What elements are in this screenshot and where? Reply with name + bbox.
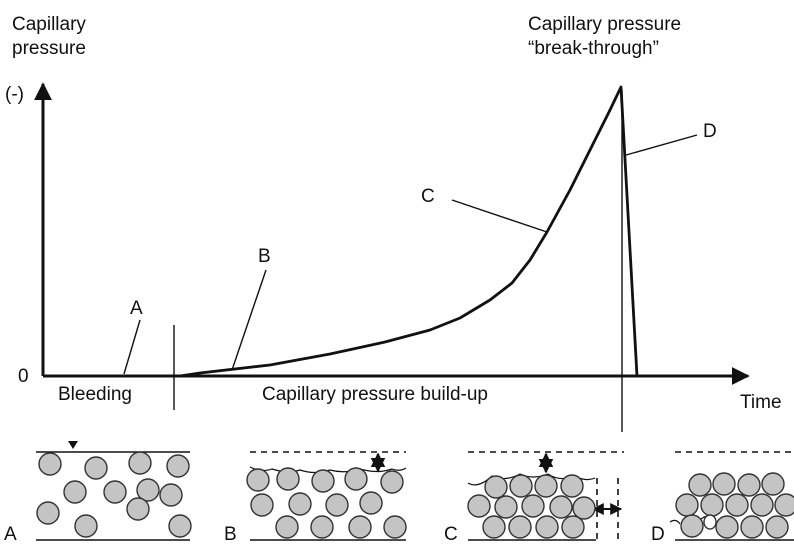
leader-c bbox=[451, 199, 548, 233]
x-axis-label: Time bbox=[740, 392, 782, 413]
leader-b bbox=[231, 269, 267, 371]
panel-d-label: D bbox=[651, 524, 665, 545]
curve-point-c: C bbox=[421, 186, 435, 207]
panel-a-label: A bbox=[4, 524, 17, 545]
curve-point-a: A bbox=[130, 298, 143, 319]
panel-c-label: C bbox=[444, 524, 458, 545]
curve-point-b: B bbox=[258, 246, 271, 267]
leader-a bbox=[123, 319, 141, 375]
pressure-curve bbox=[179, 85, 639, 378]
phase-bleeding: Bleeding bbox=[58, 384, 132, 405]
water-level-marker bbox=[68, 441, 78, 449]
y-axis-label-line2: pressure bbox=[12, 38, 86, 59]
y-axis-label-line1: Capillary bbox=[12, 14, 86, 35]
panel-b-label: B bbox=[224, 524, 237, 545]
panel-d: D bbox=[651, 451, 794, 545]
panel-b: B bbox=[224, 451, 407, 545]
y-axis-zero: 0 bbox=[18, 366, 29, 387]
peak-label-line2: “break-through” bbox=[528, 38, 659, 59]
curve-point-d: D bbox=[703, 121, 717, 142]
peak-label-line1: Capillary pressure bbox=[528, 14, 681, 35]
phase-buildup: Capillary pressure build-up bbox=[262, 384, 488, 405]
panel-a: A bbox=[4, 441, 192, 545]
panel-c: C bbox=[444, 451, 624, 545]
leader-d bbox=[625, 134, 698, 156]
y-axis-unit: (-) bbox=[5, 84, 24, 105]
